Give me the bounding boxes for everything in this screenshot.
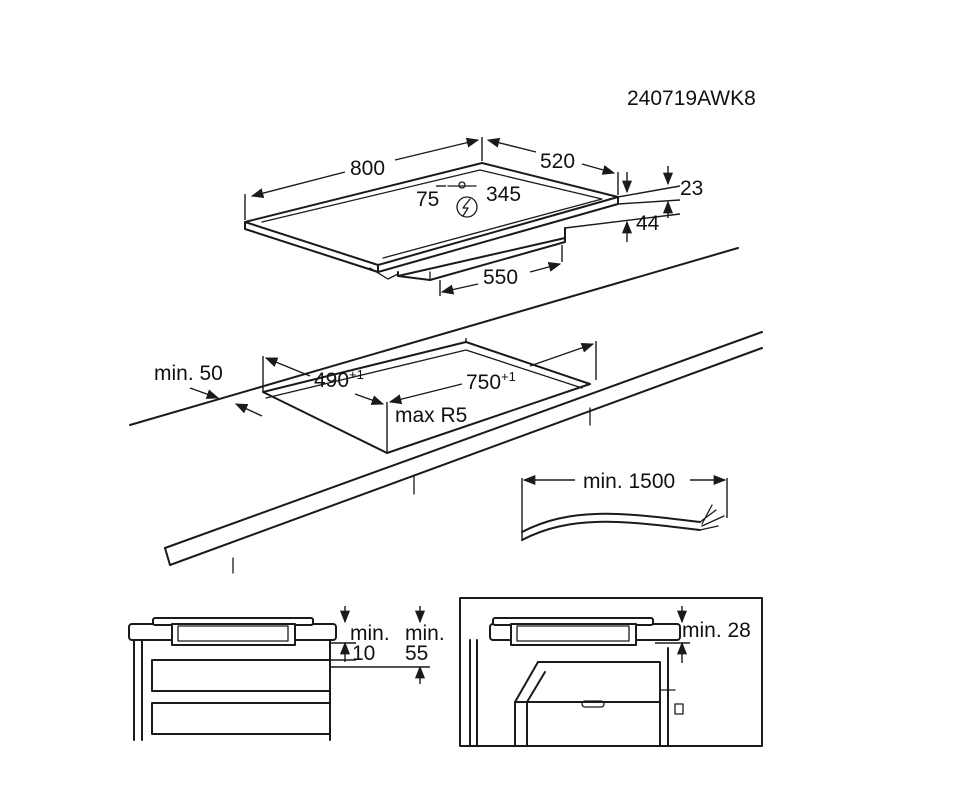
hob-dimensions <box>244 137 681 296</box>
hob-drawing <box>244 162 619 281</box>
gap-a-label: min. <box>350 622 390 645</box>
section-oven-drawing <box>459 597 763 747</box>
hob-depth-label: 520 <box>540 150 575 173</box>
cable-length-label: min. 1500 <box>583 470 675 493</box>
connection-x-label: 75 <box>416 188 439 211</box>
power-cable-drawing <box>521 474 728 541</box>
underside-width-label: 550 <box>483 266 518 289</box>
cutout-depth-label: 490+1 <box>314 367 364 392</box>
gap-b-value: 55 <box>405 642 428 665</box>
min-edge-label: min. 50 <box>154 362 223 385</box>
hob-width-label: 800 <box>350 157 385 180</box>
gap-a-value: 10 <box>352 642 375 665</box>
section-drawers-drawing <box>128 606 430 741</box>
electric-symbol-icon <box>456 196 478 218</box>
gap-b-label: min. <box>405 622 445 645</box>
hob-top-thickness-label: 23 <box>680 177 703 200</box>
document-code: 240719AWK8 <box>627 87 756 110</box>
cutout-width-label: 750+1 <box>466 369 516 394</box>
connection-y-label: 345 <box>486 183 521 206</box>
corner-radius-label: max R5 <box>395 404 467 427</box>
oven-gap-label: min. 28 <box>682 619 751 642</box>
worktop-drawing <box>129 247 763 574</box>
hob-total-thickness-label: 44 <box>636 212 660 235</box>
cutout-dimensions <box>189 338 597 453</box>
